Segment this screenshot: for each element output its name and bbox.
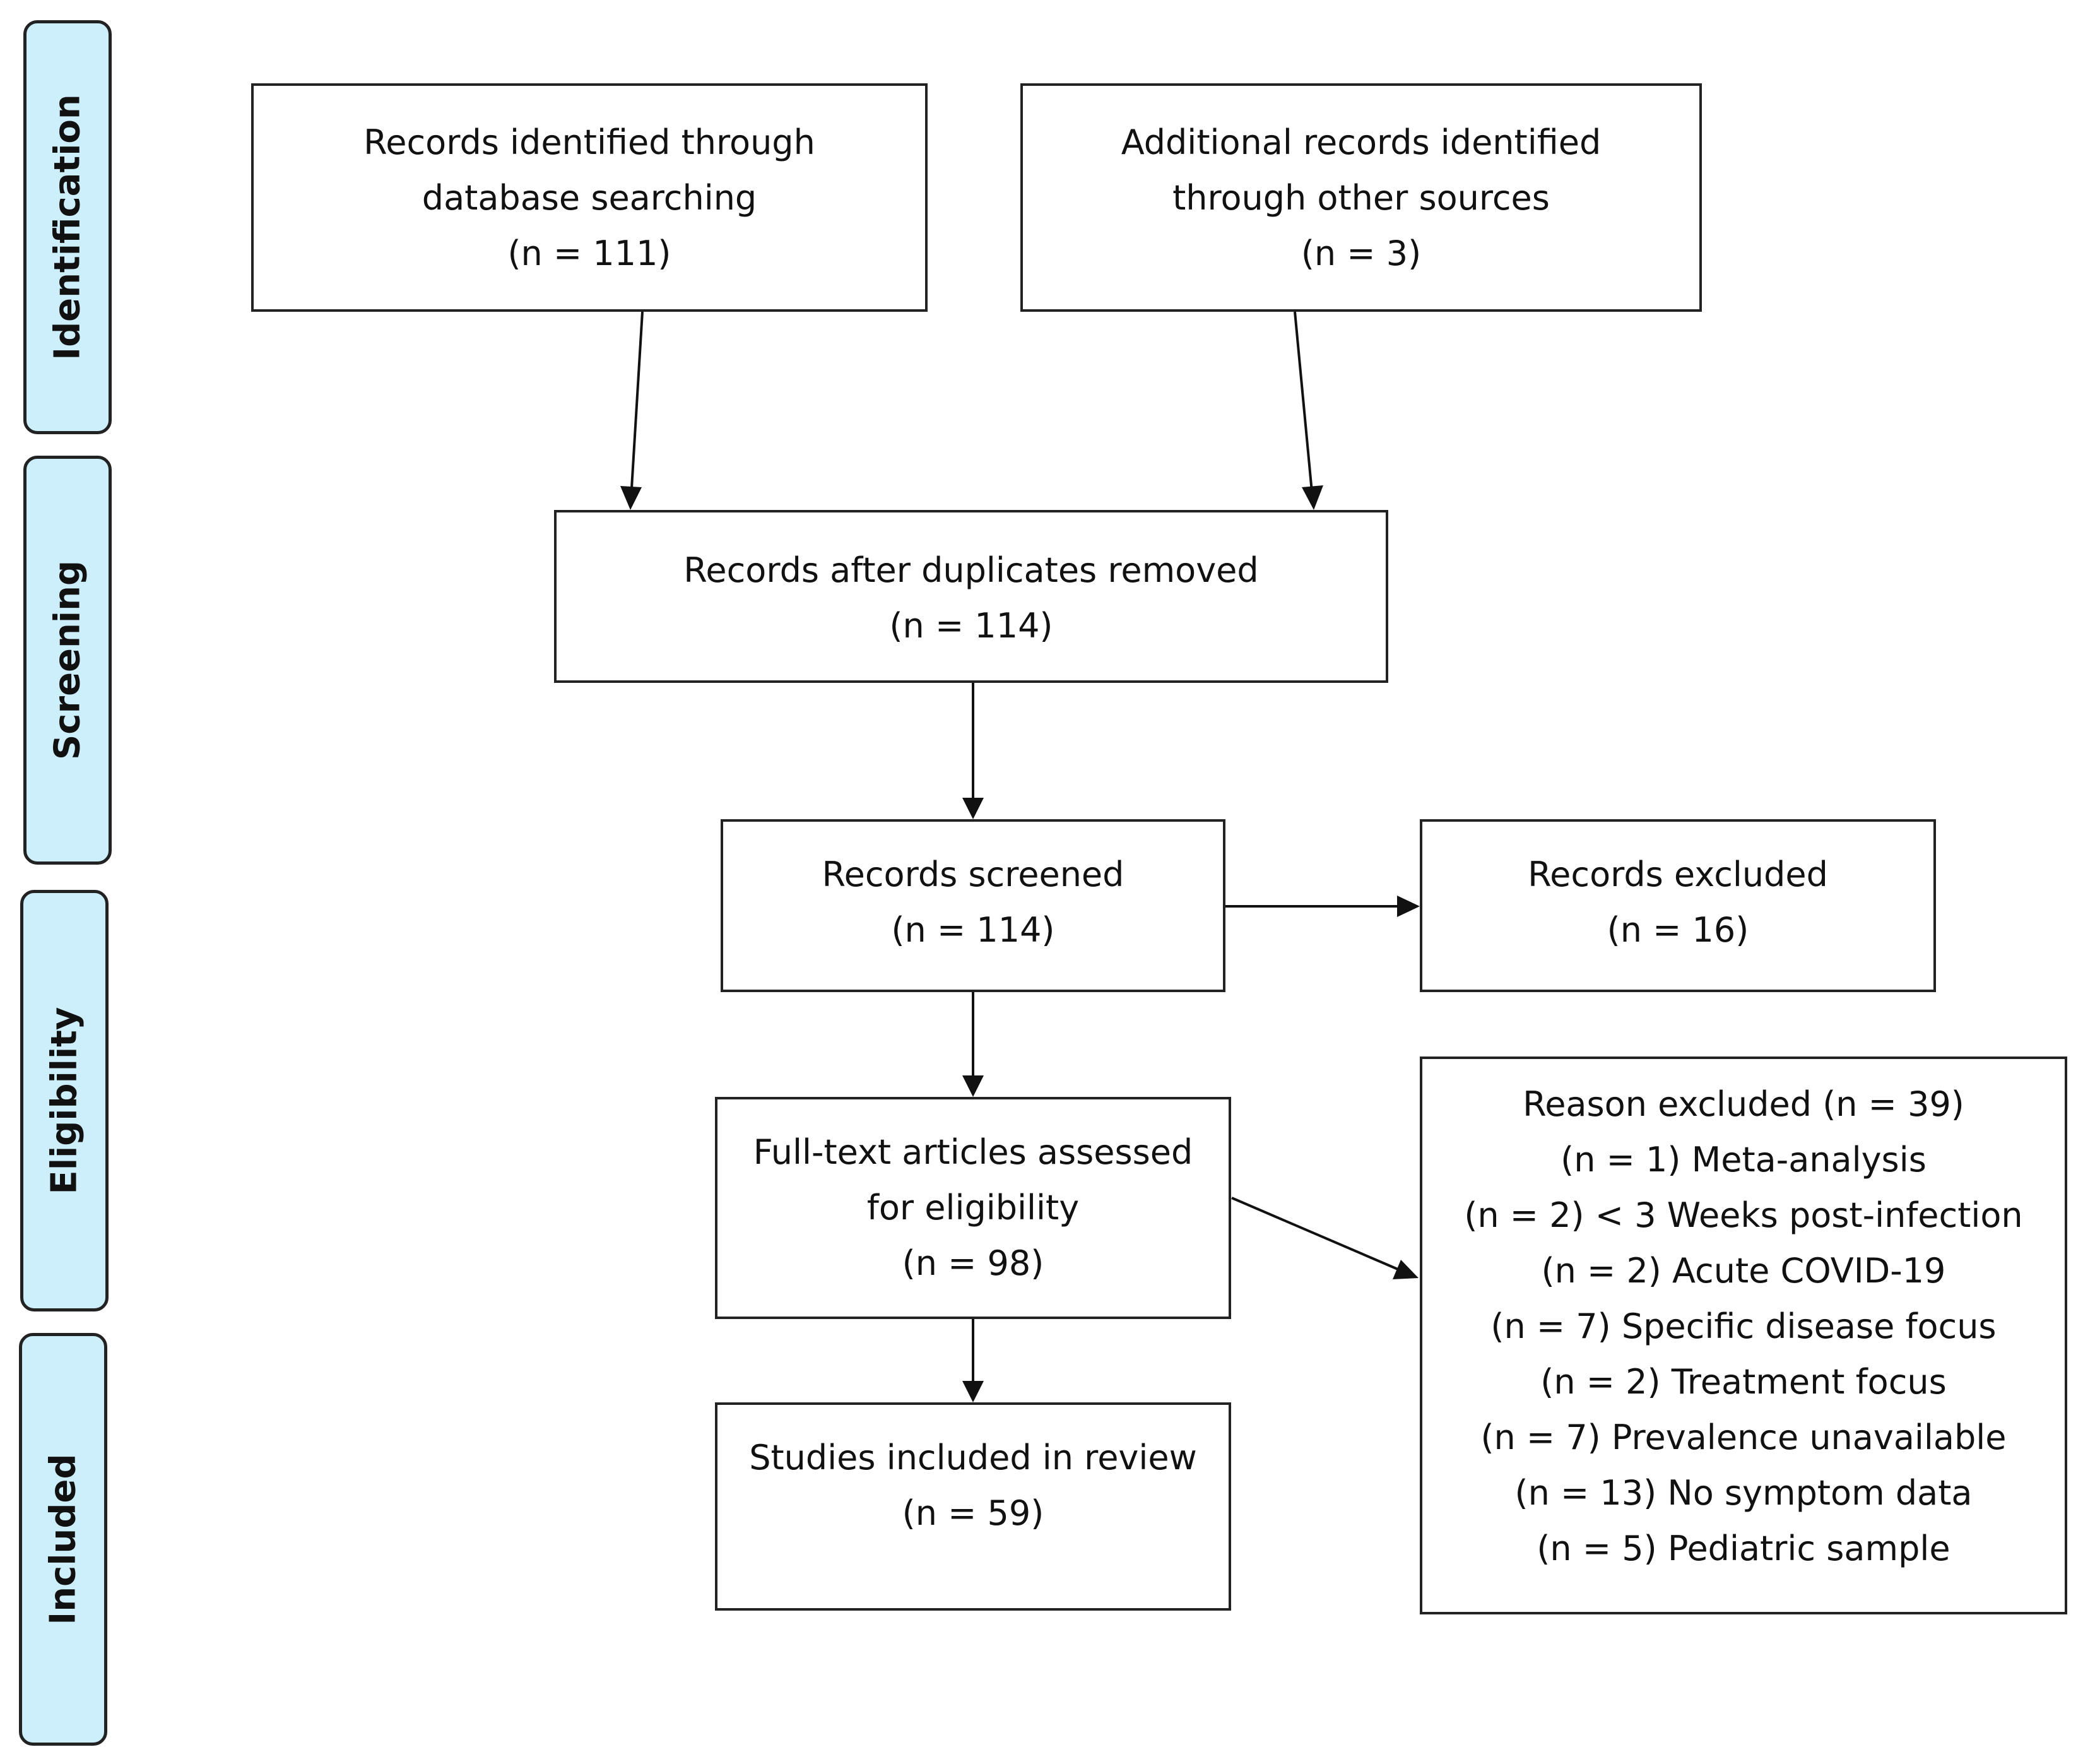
database-records-line-2: database searching — [422, 178, 757, 218]
box-other-sources: Additional records identified through ot… — [1020, 83, 1702, 312]
phase-screening: Screening — [23, 456, 112, 865]
box-records-screened: Records screened (n = 114) — [721, 819, 1225, 992]
phase-eligibility: Eligibility — [20, 890, 109, 1311]
box-full-text-assessed: Full-text articles assessed for eligibil… — [715, 1097, 1231, 1319]
other-sources-line-1: Additional records identified — [1121, 122, 1602, 162]
reason-item: (n = 2) Treatment focus — [1540, 1362, 1947, 1402]
studies-included-label: Studies included in review — [749, 1438, 1197, 1477]
after-duplicates-label: Records after duplicates removed — [683, 550, 1259, 590]
reasons-heading: Reason excluded (n = 39) — [1523, 1084, 1964, 1124]
box-database-records: Records identified through database sear… — [251, 83, 928, 312]
records-excluded-label: Records excluded — [1528, 855, 1828, 894]
reason-item: (n = 2) Acute COVID-19 — [1541, 1251, 1946, 1291]
database-records-count: (n = 111) — [507, 234, 671, 273]
arrowhead-fulltext-to-reasons — [1393, 1260, 1419, 1279]
phase-identification: Identification — [23, 20, 112, 434]
arrowhead-fulltext-to-included — [962, 1381, 984, 1402]
records-excluded-count: (n = 16) — [1607, 910, 1749, 950]
reason-item: (n = 7) Prevalence unavailable — [1480, 1418, 2007, 1457]
full-text-line-2: for eligibility — [866, 1188, 1080, 1228]
reason-item: (n = 1) Meta-analysis — [1561, 1140, 1927, 1180]
reason-item: (n = 7) Specific disease focus — [1490, 1306, 1997, 1346]
arrow-other-to-duplicates — [1294, 311, 1314, 499]
after-duplicates-count: (n = 114) — [889, 606, 1053, 646]
arrowhead-screened-to-fulltext — [962, 1075, 984, 1097]
reason-item: (n = 5) Pediatric sample — [1537, 1529, 1950, 1568]
other-sources-count: (n = 3) — [1301, 234, 1422, 273]
arrow-fulltext-to-reasons — [1231, 1197, 1403, 1272]
records-screened-label: Records screened — [822, 855, 1124, 894]
reason-item: (n = 13) No symptom data — [1514, 1473, 1973, 1513]
other-sources-line-2: through other sources — [1172, 178, 1550, 218]
box-records-excluded: Records excluded (n = 16) — [1420, 819, 1936, 992]
studies-included-count: (n = 59) — [902, 1493, 1044, 1533]
records-screened-count: (n = 114) — [891, 910, 1055, 950]
reason-item: (n = 2) < 3 Weeks post-infection — [1464, 1195, 2023, 1235]
phase-included: Included — [19, 1333, 107, 1746]
box-exclusion-reasons: Reason excluded (n = 39) (n = 1) Meta-an… — [1420, 1057, 2067, 1614]
arrowhead-duplicates-to-screened — [962, 798, 984, 819]
arrow-database-to-duplicates — [630, 311, 644, 499]
arrowhead-other-to-duplicates — [1302, 485, 1323, 510]
box-studies-included: Studies included in review (n = 59) — [715, 1402, 1231, 1611]
full-text-count: (n = 98) — [902, 1243, 1044, 1283]
arrowhead-screened-to-excluded — [1397, 896, 1420, 917]
arrowhead-database-to-duplicates — [620, 486, 642, 510]
box-after-duplicates: Records after duplicates removed (n = 11… — [554, 510, 1388, 683]
database-records-line-1: Records identified through — [363, 122, 815, 162]
full-text-line-1: Full-text articles assessed — [753, 1132, 1193, 1172]
